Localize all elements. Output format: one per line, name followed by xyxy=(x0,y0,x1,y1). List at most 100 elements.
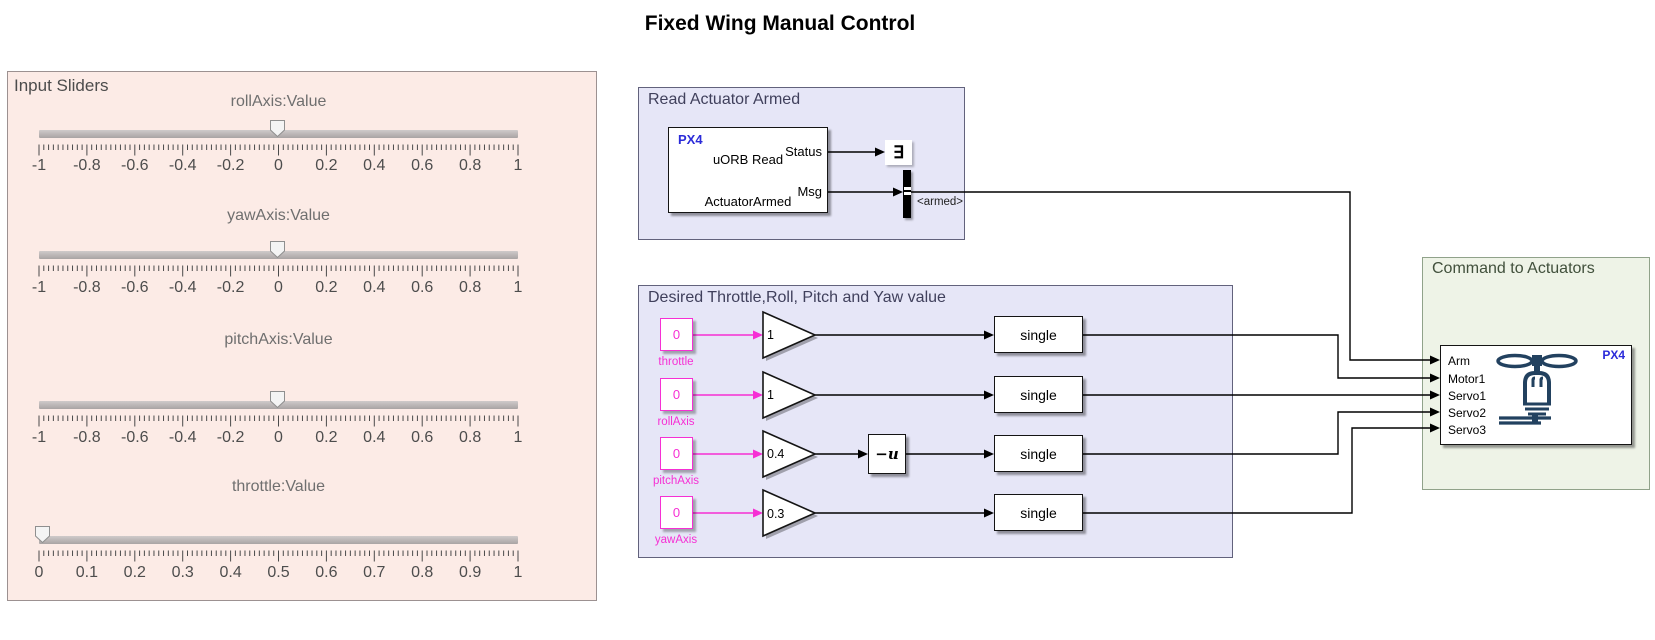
input-label-servo3: Servo3 xyxy=(1448,423,1487,437)
constant-value: 0 xyxy=(672,387,681,402)
tick-label: -0.2 xyxy=(216,279,245,296)
tick-label: 0.2 xyxy=(315,157,338,174)
datatype-conversion-block[interactable]: single xyxy=(994,376,1083,413)
px4-brand-label: PX4 xyxy=(1602,348,1625,362)
tick-label: 1 xyxy=(513,279,523,296)
uorb-read-block[interactable]: PX4 uORB Read ActuatorArmed Status Msg xyxy=(668,127,828,213)
tick-label: -0.2 xyxy=(216,157,245,174)
tick-label: 0.8 xyxy=(458,279,482,296)
tick-label: 0.4 xyxy=(363,157,386,174)
tick-label: 0 xyxy=(274,157,283,174)
constant-value: 0 xyxy=(672,446,681,461)
constant-name-rollaxis: rollAxis xyxy=(657,416,695,428)
gain-block-value[interactable]: 0.3 xyxy=(767,507,785,521)
model-title: Fixed Wing Manual Control xyxy=(644,12,916,35)
unary-minus-label: −u xyxy=(875,445,899,463)
conversion-type: single xyxy=(1020,386,1057,403)
command-to-actuators-label: Command to Actuators xyxy=(1432,260,1595,277)
slider-thumb[interactable] xyxy=(35,526,50,543)
gain-block-value[interactable]: 1 xyxy=(767,328,774,342)
constant-name-pitchaxis: pitchAxis xyxy=(652,475,700,487)
tick-label: -0.4 xyxy=(168,429,197,446)
tick-label: 0.2 xyxy=(315,279,338,296)
tick-label: -0.6 xyxy=(121,429,149,446)
port-label-msg: Msg xyxy=(797,184,822,199)
constant-name-yawaxis: yawAxis xyxy=(654,534,698,546)
tick-label: -0.2 xyxy=(216,429,245,446)
px4-pwm-output-block[interactable]: PX4 Arm Motor1 Servo1 Servo2 Servo3 xyxy=(1440,345,1632,445)
constant-block-throttle[interactable]: 0 xyxy=(660,318,693,351)
port-label-status: Status xyxy=(785,144,822,159)
px4-brand-label: PX4 xyxy=(678,132,703,147)
constant-block-pitchaxis[interactable]: 0 xyxy=(660,437,693,470)
terminator-icon: ∃ xyxy=(893,142,904,162)
tick-label: 0 xyxy=(34,564,44,581)
slider-label: yawAxis:Value xyxy=(227,207,330,224)
tick-label: -1 xyxy=(31,279,47,296)
motor-propeller-icon xyxy=(1496,353,1578,425)
tick-label: 0.2 xyxy=(123,564,146,581)
tick-label: -0.8 xyxy=(73,279,101,296)
datatype-conversion-block[interactable]: single xyxy=(994,316,1083,353)
slider-label: throttle:Value xyxy=(231,478,326,495)
input-label-servo2: Servo2 xyxy=(1448,406,1487,420)
constant-name-throttle: throttle xyxy=(658,356,694,368)
tick-label: 0.3 xyxy=(171,564,194,581)
tick-label: 0.1 xyxy=(75,564,99,581)
constant-block-yawaxis[interactable]: 0 xyxy=(660,496,693,529)
slider-track[interactable] xyxy=(39,536,518,544)
tick-label: 0.2 xyxy=(315,429,338,446)
input-label-servo1: Servo1 xyxy=(1448,389,1487,403)
slider-ruler xyxy=(38,265,519,277)
desired-values-area xyxy=(638,285,1233,558)
slider-ruler xyxy=(38,550,519,562)
tick-label: 0.9 xyxy=(458,564,482,581)
tick-label: 0.6 xyxy=(411,157,434,174)
tick-label: -0.8 xyxy=(73,429,101,446)
bus-selector-notch xyxy=(903,192,911,195)
bus-selector-block[interactable] xyxy=(903,170,911,218)
read-actuator-armed-label: Read Actuator Armed xyxy=(648,91,801,108)
datatype-conversion-block[interactable]: single xyxy=(994,435,1083,472)
terminator-block[interactable]: ∃ xyxy=(885,140,912,165)
slider-thumb[interactable] xyxy=(270,241,285,258)
tick-label: 0.8 xyxy=(458,429,482,446)
datatype-conversion-block[interactable]: single xyxy=(994,494,1083,531)
gain-block-value[interactable]: 1 xyxy=(767,388,774,402)
tick-label: -1 xyxy=(31,157,47,174)
conversion-type: single xyxy=(1020,504,1057,521)
input-sliders-area-label: Input Sliders xyxy=(14,76,109,95)
desired-values-label: Desired Throttle,Roll, Pitch and Yaw val… xyxy=(648,289,946,306)
constant-block-rollaxis[interactable]: 0 xyxy=(660,378,693,411)
tick-label: -0.6 xyxy=(121,157,149,174)
tick-label: -0.4 xyxy=(168,157,197,174)
tick-label: 0.4 xyxy=(219,564,242,581)
tick-label: -1 xyxy=(31,429,47,446)
input-label-arm: Arm xyxy=(1448,354,1470,368)
tick-label: 0.8 xyxy=(458,157,482,174)
slider-ruler xyxy=(38,144,519,156)
tick-label: 1 xyxy=(513,157,523,174)
tick-label: -0.6 xyxy=(121,279,149,296)
bus-selector-notch xyxy=(903,187,911,190)
slider-thumb[interactable] xyxy=(270,391,285,408)
tick-label: 0.6 xyxy=(411,279,434,296)
slider-thumb[interactable] xyxy=(270,120,285,137)
gain-block-value[interactable]: 0.4 xyxy=(767,447,785,461)
slider-ruler xyxy=(38,415,519,427)
tick-label: 0.4 xyxy=(363,429,386,446)
input-label-motor1: Motor1 xyxy=(1448,372,1486,386)
tick-label: 0 xyxy=(274,279,283,296)
conversion-type: single xyxy=(1020,326,1057,343)
tick-label: -0.4 xyxy=(168,279,197,296)
input-sliders-area xyxy=(7,71,597,601)
tick-label: 0.5 xyxy=(267,564,290,581)
conversion-type: single xyxy=(1020,445,1057,462)
tick-label: 0.4 xyxy=(363,279,386,296)
unary-minus-block[interactable]: −u xyxy=(868,434,906,474)
tick-label: 1 xyxy=(513,429,523,446)
